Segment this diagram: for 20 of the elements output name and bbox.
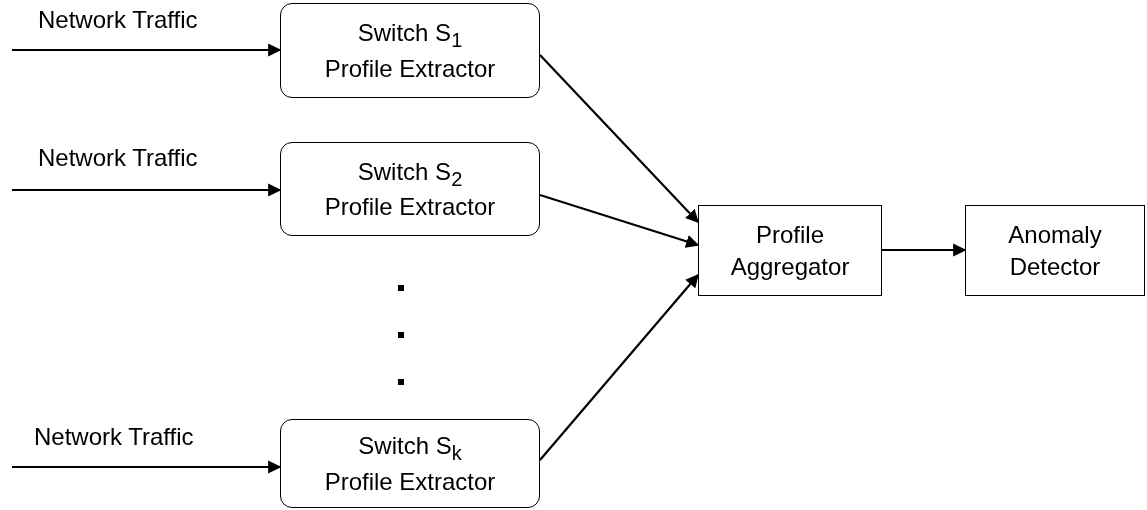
box-text: Profile Extractor — [324, 466, 496, 497]
arrow — [539, 274, 699, 461]
box-text: Switch S$_{2}$ — [357, 156, 463, 192]
box-text: Switch S$_{1}$ — [357, 18, 463, 53]
arrow — [12, 183, 282, 197]
arrow — [882, 243, 967, 257]
arrow — [12, 43, 282, 57]
box-text: Profile Extractor — [324, 192, 496, 223]
rounded-process-box — [280, 419, 540, 508]
arrow — [12, 460, 282, 474]
arrow — [539, 193, 700, 248]
box-text: Switch S$_{k}$ — [358, 431, 462, 466]
box-text: Profile Extractor — [324, 53, 496, 84]
rounded-process-box — [280, 3, 540, 98]
process-box — [698, 205, 882, 296]
process-box — [965, 205, 1145, 296]
box-text: Profile Aggregator — [729, 220, 851, 282]
arrow — [539, 54, 699, 223]
box-text: Anomaly Detector — [1007, 220, 1103, 282]
rounded-process-box — [280, 142, 540, 236]
